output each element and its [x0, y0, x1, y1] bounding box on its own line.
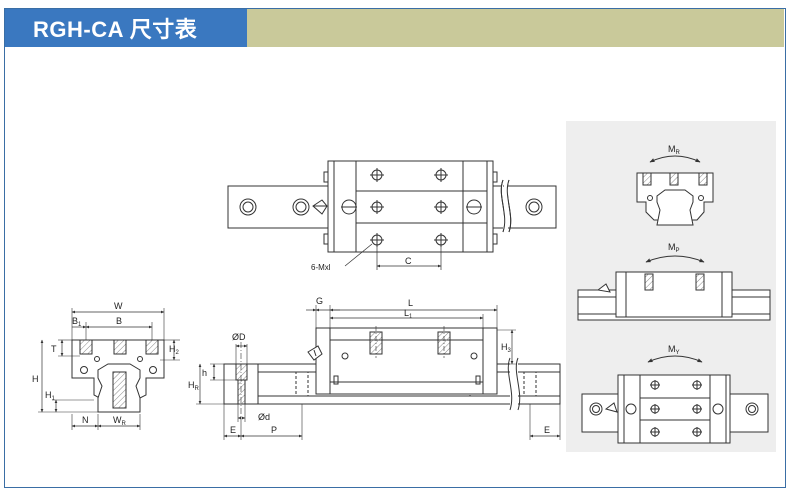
header-bar: RGH-CA 尺寸表 — [5, 9, 784, 47]
mounting-hole-icon — [692, 380, 702, 390]
rail-hole-icon — [525, 198, 543, 216]
mounting-hole-icon — [692, 404, 702, 414]
mounting-hole-icon — [434, 168, 448, 182]
side-view — [257, 305, 561, 440]
label-c: C — [405, 256, 412, 266]
label-h-small: h — [202, 368, 207, 378]
mounting-hole-icon — [650, 380, 660, 390]
mounting-hole-icon — [650, 427, 660, 437]
label-h1: H1 — [45, 390, 56, 402]
label-e-right: E — [544, 425, 550, 435]
mounting-hole-icon — [370, 168, 384, 182]
rail-hole-icon — [625, 403, 637, 415]
header-tab: RGH-CA 尺寸表 — [5, 9, 247, 47]
label-h2: H2 — [169, 344, 180, 356]
top-view — [227, 160, 557, 270]
grease-nipple-icon — [307, 345, 323, 361]
label-hr: HR — [188, 380, 200, 392]
label-b1: B1 — [72, 316, 82, 328]
rail-hole-icon — [589, 402, 603, 416]
mounting-hole-icon — [434, 200, 448, 214]
rail-hole-icon — [239, 198, 257, 216]
label-l1: L1 — [404, 308, 413, 320]
label-my: MY — [668, 344, 680, 356]
mounting-hole-icon — [434, 233, 448, 247]
label-h3: H3 — [501, 342, 512, 354]
mounting-hole-icon — [370, 200, 384, 214]
label-w: W — [114, 301, 123, 311]
rail-hole-icon — [745, 402, 759, 416]
label-e: E — [230, 425, 236, 435]
label-t: T — [51, 344, 57, 354]
rail-hole-icon — [292, 198, 310, 216]
rail-hole-icon — [712, 403, 724, 415]
page-title: RGH-CA 尺寸表 — [33, 17, 198, 42]
label-h: H — [32, 374, 39, 384]
moment-mr-diagram — [636, 155, 714, 226]
front-section-view — [38, 308, 180, 430]
grease-nipple-icon — [312, 199, 328, 215]
rail-hole-icon — [341, 199, 357, 215]
label-od-top: ØD — [232, 332, 246, 342]
label-mp: MP — [668, 242, 680, 254]
label-od-bottom: Ød — [258, 412, 270, 422]
moment-mp-diagram — [577, 255, 771, 321]
label-p: P — [271, 425, 277, 435]
label-n: N — [82, 415, 89, 425]
mounting-hole-icon — [692, 427, 702, 437]
rail-hole-icon — [466, 199, 482, 215]
rail-section-view — [196, 342, 303, 440]
label-b: B — [116, 316, 122, 326]
label-l: L — [408, 298, 413, 308]
label-6-mxl: 6-Mxl — [311, 263, 331, 272]
moment-my-diagram — [581, 355, 769, 444]
label-mr: MR — [668, 144, 681, 156]
label-g: G — [316, 296, 323, 306]
label-wr: WR — [113, 415, 127, 427]
mounting-hole-icon — [650, 404, 660, 414]
mounting-hole-icon — [370, 233, 384, 247]
